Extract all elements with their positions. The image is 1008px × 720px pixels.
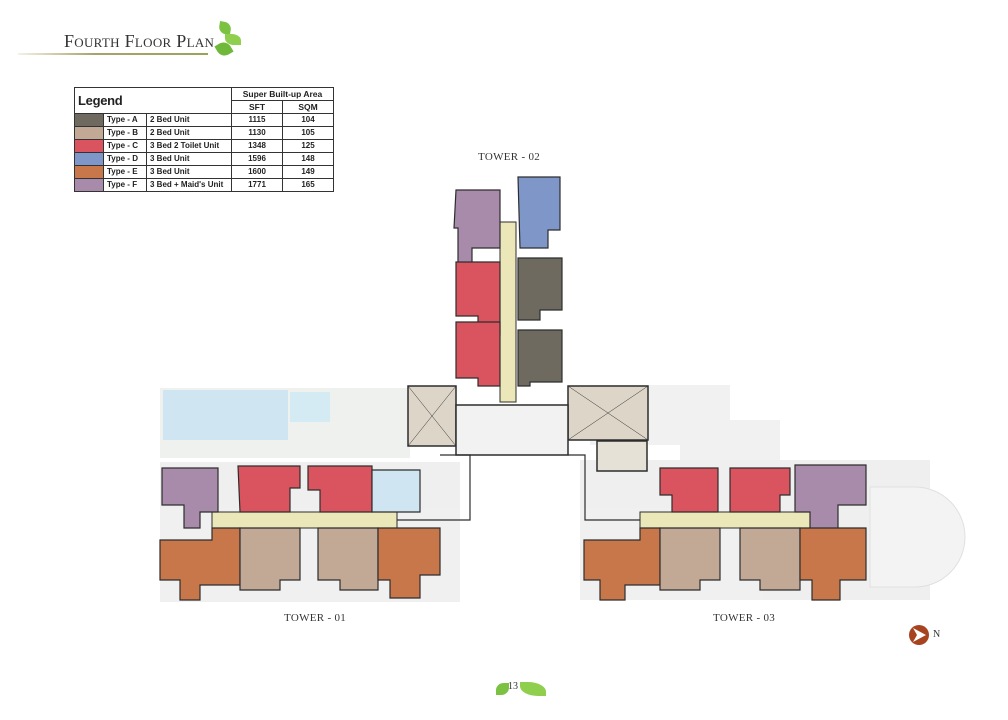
legend-row: Type - B 2 Bed Unit 1130 105 <box>74 126 334 140</box>
legend-row: Type - A 2 Bed Unit 1115 104 <box>74 113 334 127</box>
compass-arrow-icon <box>909 625 929 645</box>
legend-row: Type - C 3 Bed 2 Toilet Unit 1348 125 <box>74 139 334 153</box>
north-compass: N <box>908 624 948 648</box>
color-swatch <box>74 165 104 179</box>
legend-row: Type - E 3 Bed Unit 1600 149 <box>74 165 334 179</box>
color-swatch <box>74 139 104 153</box>
unit-desc: 3 Bed + Maid's Unit <box>146 178 232 192</box>
title-underline <box>18 53 208 55</box>
color-swatch <box>74 126 104 140</box>
leaf-logo-icon <box>205 21 245 59</box>
tower-03-label: TOWER - 03 <box>713 612 776 624</box>
page-title: Fourth Floor Plan <box>64 31 215 51</box>
page-number: 13 <box>508 681 518 692</box>
page-number-badge: 13 <box>496 680 548 700</box>
legend-row: Type - F 3 Bed + Maid's Unit 1771 165 <box>74 178 334 192</box>
unit-sqm: 165 <box>282 178 334 192</box>
unit-legend-table: Legend Super Built-up Area SFT SQM Type … <box>74 87 334 192</box>
pool <box>163 390 288 440</box>
tower-02-label: TOWER - 02 <box>478 151 541 163</box>
north-label: N <box>933 629 941 640</box>
legend-row: Type - D 3 Bed Unit 1596 148 <box>74 152 334 166</box>
tower-01-label: TOWER - 01 <box>284 612 347 624</box>
color-swatch <box>74 152 104 166</box>
